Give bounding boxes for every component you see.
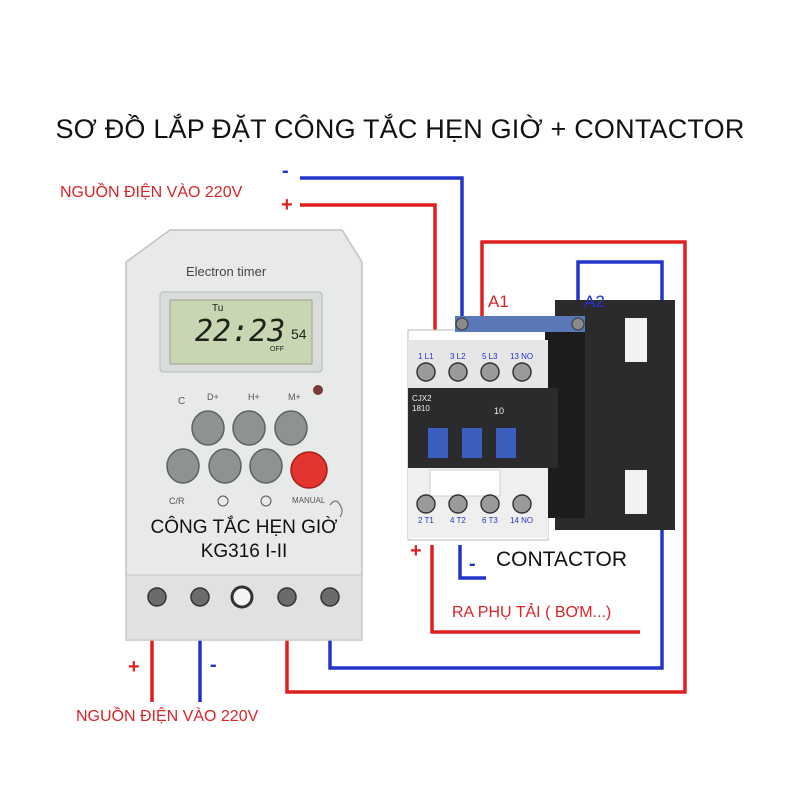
timer-name: CÔNG TẮC HẸN GIỜ: [150, 517, 338, 538]
hand-pointer-icon: [329, 500, 343, 518]
clock-icon: [217, 495, 229, 507]
model-line2: 1810: [412, 404, 430, 413]
timer-brand: Electron timer: [186, 264, 267, 279]
bottom-supply-plus: +: [128, 656, 140, 678]
contact-slider-3: [496, 428, 516, 458]
contactor-minus: -: [469, 553, 476, 575]
terminal-5: 5 L3: [482, 352, 498, 361]
timer-to-a1-red-wire: [285, 240, 687, 694]
m-plus-label: M+: [288, 392, 301, 402]
terminal-4: 4 T2: [450, 516, 466, 525]
terminal-3: 3 L2: [450, 352, 466, 361]
m-plus-button[interactable]: [274, 410, 308, 446]
lcd-day: Tu: [212, 303, 224, 314]
timer-led: [313, 385, 323, 395]
page-title: SƠ ĐỒ LẮP ĐẶT CÔNG TẮC HẸN GIỜ + CONTACT…: [55, 114, 745, 144]
program-icon: [260, 495, 272, 507]
contact-slider-1: [428, 428, 448, 458]
h-plus-label: H+: [248, 392, 260, 402]
top-supply-plus: +: [281, 194, 293, 216]
top-supply-neutral-wire: [300, 176, 464, 322]
load-label: RA PHỤ TẢI ( BƠM...): [452, 604, 612, 621]
terminal-14: 14 NO: [510, 516, 534, 525]
load-blue-wire: [458, 545, 486, 580]
top-supply-minus: -: [282, 160, 289, 182]
a1-label: A1: [488, 292, 509, 311]
contactor-label: CONTACTOR: [496, 548, 628, 571]
clock-button[interactable]: [208, 448, 242, 484]
timer-lcd: [169, 299, 313, 365]
top-supply-live-wire: [300, 203, 437, 332]
contactor-plus: +: [410, 540, 422, 562]
d-plus-button[interactable]: [191, 410, 225, 446]
c-label: C: [178, 396, 186, 407]
terminal-13: 13 NO: [510, 352, 534, 361]
load-red-wire: [430, 545, 640, 634]
timer-device: [125, 229, 363, 641]
bottom-supply-minus: -: [210, 654, 217, 676]
contactor-device: [407, 300, 675, 541]
top-supply-label: NGUỒN ĐIỆN VÀO 220V: [60, 184, 243, 201]
timer-model: KG316 I-II: [200, 541, 288, 562]
contact-slider-2: [462, 428, 482, 458]
lcd-seconds: 54: [291, 326, 307, 342]
terminal-1: 1 L1: [418, 352, 434, 361]
a2-label: A2: [584, 292, 605, 311]
bottom-supply-label: NGUỒN ĐIỆN VÀO 220V: [76, 708, 259, 725]
h-plus-button[interactable]: [232, 410, 266, 446]
manual-button[interactable]: [290, 451, 328, 489]
rating-label: 10: [494, 406, 505, 416]
lcd-time: 22:23: [195, 314, 286, 349]
manual-label: MANUAL: [292, 496, 326, 505]
terminal-2: 2 T1: [418, 516, 434, 525]
lcd-state: OFF: [270, 346, 284, 353]
cr-label: C/R: [169, 496, 185, 506]
d-plus-label: D+: [207, 392, 219, 402]
cr-button[interactable]: [166, 448, 200, 484]
terminal-6: 6 T3: [482, 516, 498, 525]
program-button[interactable]: [249, 448, 283, 484]
model-line1: CJX2: [412, 394, 432, 403]
